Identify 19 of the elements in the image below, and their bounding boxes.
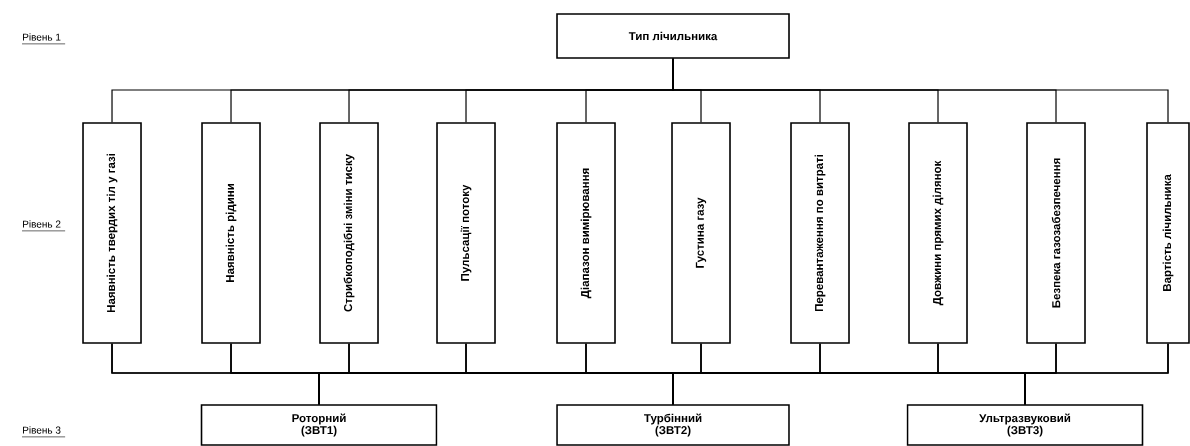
criterion-box: Стрибкоподібні зміни тиску	[319, 122, 379, 344]
level-label: Рівень 2	[21, 220, 66, 232]
connector	[672, 58, 1169, 123]
criterion-box: Довжини прямих ділянок	[908, 122, 968, 344]
criterion-box: Наявність рідини	[201, 122, 261, 344]
level-label: Рівень 1	[21, 33, 66, 45]
category-box: Тип лічильника	[556, 13, 790, 59]
meter-type-box: Роторний (ЗВТ1)	[200, 404, 438, 446]
criterion-box: Густина газу	[671, 122, 731, 344]
criterion-box: Наявність твердих тіл у газі	[82, 122, 142, 344]
criterion-box: Пульсації потоку	[436, 122, 496, 344]
meter-type-box: Ультразвуковий (ЗВТ3)	[906, 404, 1144, 446]
criterion-box: Безпека газозабезпечення	[1026, 122, 1086, 344]
meter-type-box: Турбінний (ЗВТ2)	[556, 404, 790, 446]
criterion-box: Вартість лічильника	[1146, 122, 1190, 344]
criterion-box: Діапазон вимірювання	[556, 122, 616, 344]
level-label: Рівень 3	[21, 426, 66, 438]
criterion-box: Перевантаження по витраті	[790, 122, 850, 344]
connector	[1024, 343, 1169, 405]
